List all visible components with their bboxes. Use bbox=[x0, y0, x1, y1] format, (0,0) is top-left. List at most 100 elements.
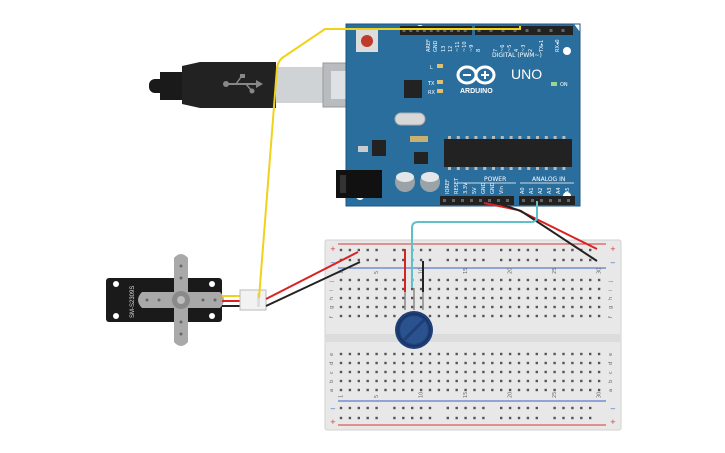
terminal-hole bbox=[464, 287, 467, 291]
chip-pin bbox=[562, 136, 566, 139]
row-letter: g bbox=[608, 306, 614, 309]
analog-header-label: ANALOG IN bbox=[532, 176, 565, 183]
terminal-hole bbox=[419, 287, 423, 291]
terminal-hole bbox=[366, 305, 369, 309]
terminal-hole bbox=[491, 379, 494, 383]
top-pin-label: ~9 bbox=[469, 45, 475, 52]
rail-hole bbox=[455, 416, 458, 420]
header-pin-hole bbox=[540, 199, 543, 202]
chip-pin bbox=[518, 167, 522, 170]
terminal-hole bbox=[553, 361, 556, 365]
potentiometer bbox=[395, 288, 433, 349]
analog-pin-label: A3 bbox=[547, 187, 553, 194]
terminal-hole bbox=[366, 278, 369, 282]
terminal-hole bbox=[428, 314, 432, 318]
top-pin-label: ~5 bbox=[507, 45, 513, 52]
terminal-hole bbox=[375, 361, 378, 365]
terminal-hole bbox=[348, 361, 352, 365]
terminal-hole bbox=[597, 278, 601, 282]
column-number: 20 bbox=[508, 392, 514, 398]
terminal-hole bbox=[357, 296, 360, 300]
terminal-hole bbox=[402, 305, 405, 309]
terminal-hole bbox=[491, 361, 494, 365]
row-letter: h bbox=[329, 297, 335, 300]
terminal-hole bbox=[597, 361, 601, 365]
chip-pin bbox=[456, 167, 460, 170]
terminal-hole bbox=[508, 305, 512, 309]
terminal-hole bbox=[366, 352, 369, 356]
terminal-hole bbox=[535, 352, 538, 356]
rail-hole bbox=[402, 258, 405, 262]
terminal-hole bbox=[455, 352, 458, 356]
terminal-hole bbox=[580, 379, 583, 383]
terminal-hole bbox=[500, 314, 503, 318]
terminal-hole bbox=[384, 352, 387, 356]
terminal-hole bbox=[357, 305, 360, 309]
wire-gnd-black bbox=[496, 202, 598, 262]
rail-hole bbox=[375, 406, 378, 410]
rail-hole bbox=[526, 406, 530, 410]
chip-pin bbox=[448, 167, 451, 170]
column-number: 25 bbox=[552, 392, 558, 398]
terminal-hole bbox=[393, 352, 396, 356]
header-pin-hole bbox=[461, 199, 464, 202]
rail-hole bbox=[580, 416, 583, 420]
rail-hole bbox=[348, 406, 352, 410]
terminal-hole bbox=[553, 296, 556, 300]
power-pin-label: GND bbox=[490, 182, 496, 194]
rail-hole bbox=[500, 258, 503, 262]
rail-hole bbox=[482, 248, 485, 252]
top-pin-label: 13 bbox=[441, 46, 447, 52]
power-pin-label: Vin bbox=[499, 186, 505, 194]
terminal-hole bbox=[464, 370, 467, 374]
terminal-hole bbox=[491, 287, 494, 291]
terminal-hole bbox=[562, 278, 565, 282]
power-pin-label: 5V bbox=[472, 187, 478, 194]
uno-model-text: UNO bbox=[511, 66, 542, 82]
terminal-hole bbox=[455, 379, 458, 383]
terminal-hole bbox=[375, 287, 378, 291]
terminal-hole bbox=[580, 370, 583, 374]
top-pin-label: AREF bbox=[426, 39, 432, 52]
chip-pin bbox=[474, 136, 478, 139]
terminal-hole bbox=[508, 314, 512, 318]
terminal-hole bbox=[419, 296, 423, 300]
header-pin-hole bbox=[525, 29, 529, 32]
top-pin-label: 4 bbox=[514, 49, 520, 52]
header-pin-hole bbox=[488, 199, 491, 202]
terminal-hole bbox=[500, 361, 503, 365]
rail-hole bbox=[446, 416, 449, 420]
terminal-hole bbox=[500, 287, 503, 291]
terminal-hole bbox=[535, 287, 538, 291]
terminal-hole bbox=[339, 370, 343, 374]
terminal-hole bbox=[339, 278, 343, 282]
terminal-hole bbox=[384, 305, 387, 309]
terminal-hole bbox=[437, 388, 441, 392]
row-letter: j bbox=[329, 281, 335, 283]
chip-pin bbox=[562, 167, 566, 170]
terminal-hole bbox=[375, 305, 378, 309]
terminal-hole bbox=[571, 361, 574, 365]
on-led-label: ON bbox=[560, 82, 568, 88]
terminal-hole bbox=[597, 296, 601, 300]
terminal-hole bbox=[464, 361, 467, 365]
servo-motor: SM-S2309S bbox=[106, 254, 267, 346]
rail-hole bbox=[339, 406, 343, 410]
terminal-hole bbox=[411, 305, 414, 309]
terminal-hole bbox=[597, 352, 601, 356]
rail-hole bbox=[535, 406, 538, 410]
chip-pin bbox=[448, 136, 451, 139]
terminal-hole bbox=[535, 388, 538, 392]
analog-pin-label: A1 bbox=[529, 187, 535, 194]
terminal-hole bbox=[428, 361, 432, 365]
chip-pin bbox=[544, 136, 548, 139]
terminal-hole bbox=[384, 287, 387, 291]
rail-hole bbox=[553, 406, 556, 410]
terminal-hole bbox=[428, 287, 432, 291]
rail-hole bbox=[517, 406, 521, 410]
terminal-hole bbox=[402, 278, 405, 282]
terminal-hole bbox=[508, 388, 512, 392]
terminal-hole bbox=[491, 296, 494, 300]
terminal-hole bbox=[348, 388, 352, 392]
chip-pin bbox=[518, 136, 522, 139]
